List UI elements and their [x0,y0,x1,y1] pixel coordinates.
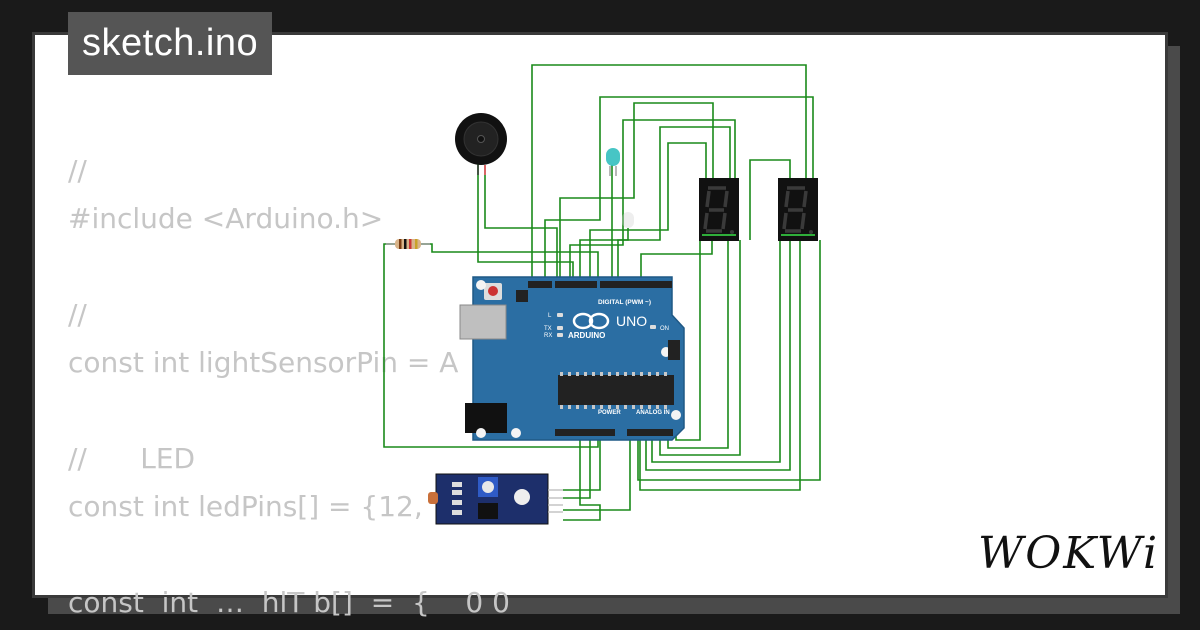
code-line: // LED [68,442,196,475]
l-label: L [548,313,552,319]
sketch-title: sketch.ino [68,12,273,75]
tx-label: TX [544,326,552,332]
code-line: const int lightSensorPin = A [68,346,459,379]
power-header-label: POWER [598,410,621,416]
code-line: const int ledPins[] = {12, [68,490,423,523]
code-line: const int … hlT b[] = { 0 0 [68,586,510,619]
wokwi-logo: WOKWi [978,528,1160,579]
microcontroller-chip [558,375,674,405]
usb-port [459,304,507,340]
rx-label: RX [544,333,552,339]
photoresistor [428,492,438,504]
led[interactable] [606,148,620,176]
power-jack [465,403,507,433]
board-brand: ARDUINO [568,331,605,340]
wires [383,64,821,521]
board-model: UNO [616,313,647,329]
code-line: #include <Arduino.h> [68,202,384,235]
digital-header-label: DIGITAL (PWM ~) [598,299,651,306]
analog-header-label: ANALOG IN [636,410,670,416]
buzzer[interactable] [455,113,507,175]
code-line: // [68,298,87,331]
seven-segment-display-2[interactable] [778,178,818,241]
resistor[interactable] [386,239,430,249]
light-sensor-module[interactable] [428,473,563,525]
code-preview: // #include <Arduino.h> // const int lig… [68,147,510,627]
code-line: // [68,154,87,187]
on-label: ON [660,326,669,332]
led-ghost [622,212,634,228]
seven-segment-display-1[interactable] [699,178,739,241]
arduino-uno-board[interactable]: UNO ARDUINO DIGITAL (PWM ~) POWER ANALOG… [459,276,685,441]
